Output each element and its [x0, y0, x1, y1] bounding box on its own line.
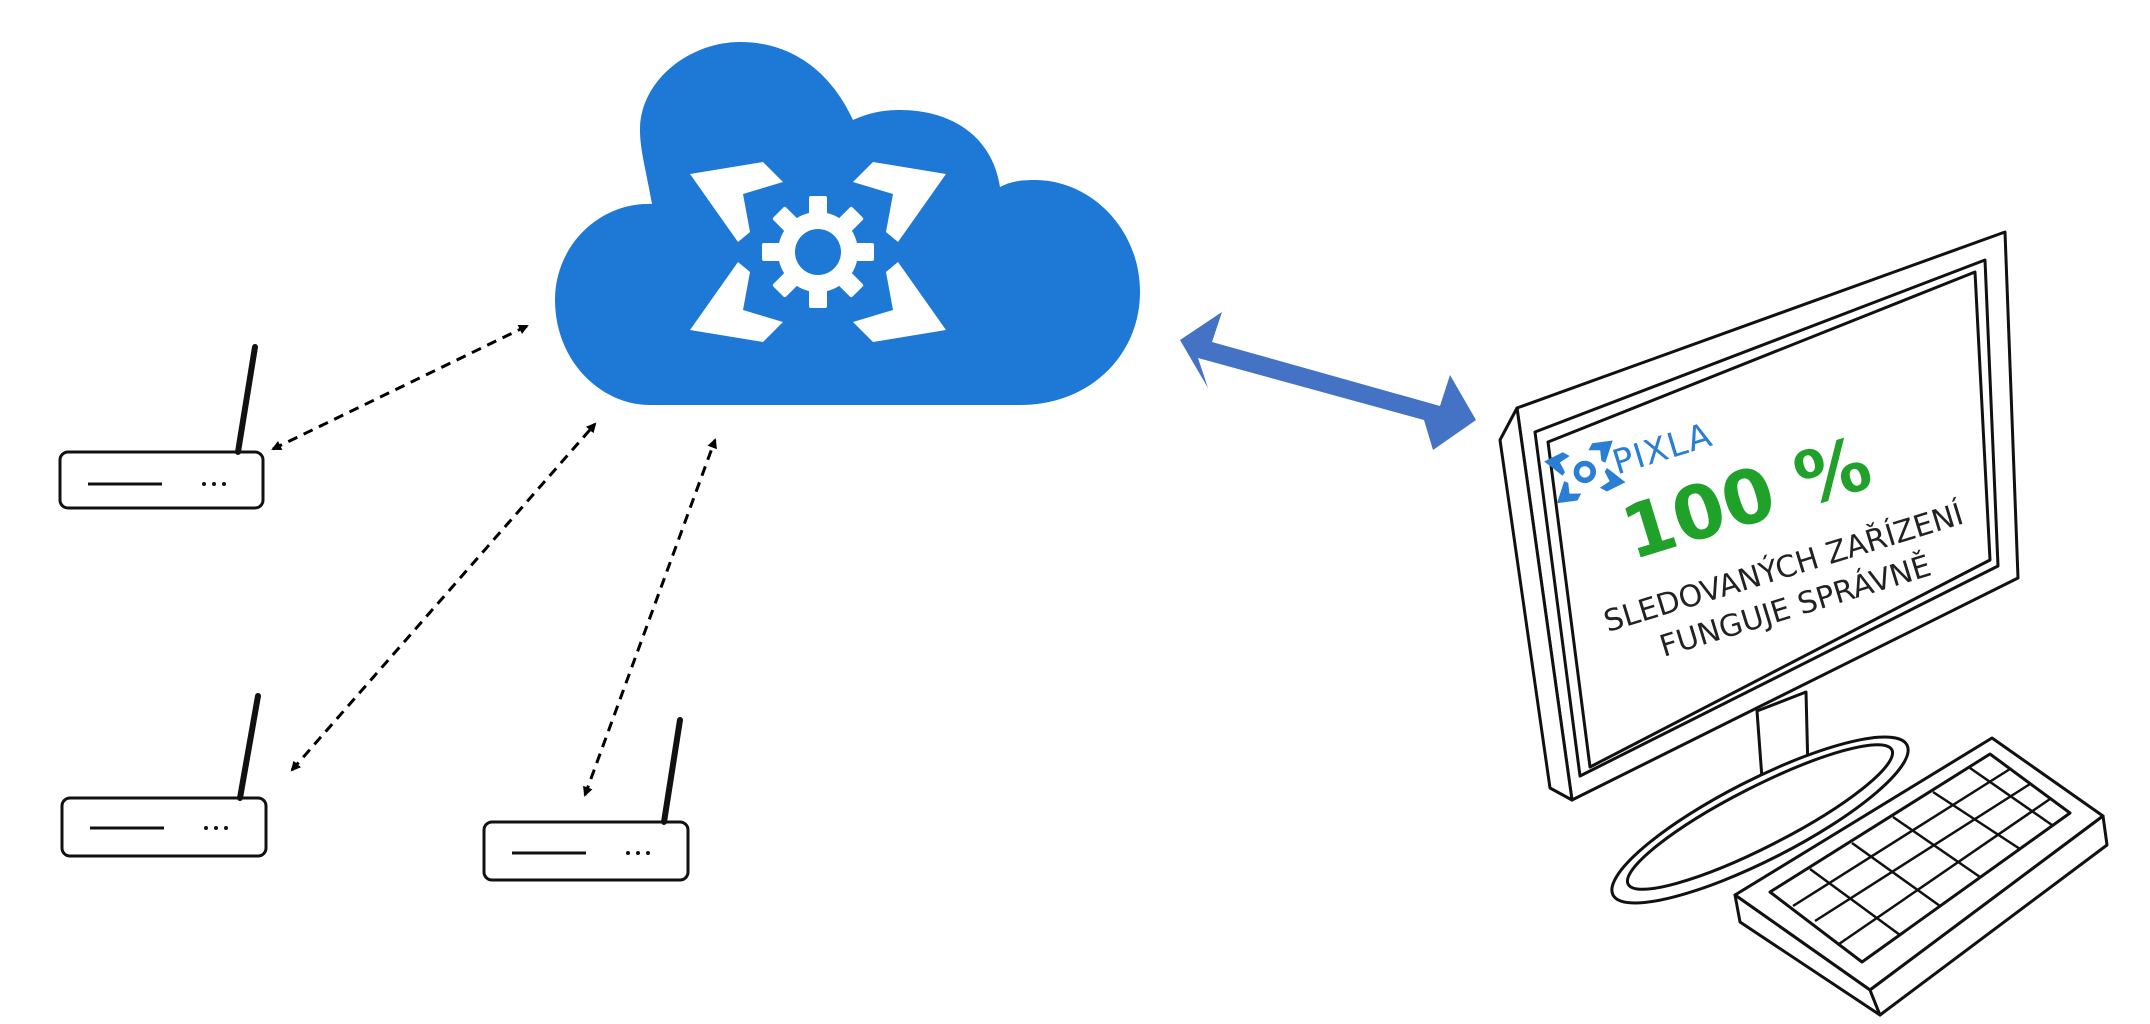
connection-router-1 — [271, 324, 529, 451]
router-icon — [482, 717, 690, 882]
router-icon — [58, 344, 265, 510]
cloud-service-icon — [555, 42, 1140, 405]
gear-expand-icon — [690, 162, 946, 342]
router-icon — [60, 693, 268, 858]
computer-icon — [1498, 230, 2109, 1017]
monitor-base — [1610, 735, 1910, 905]
connection-router-3 — [583, 438, 717, 797]
dashed-connections — [271, 324, 717, 797]
gear-icon — [762, 196, 874, 308]
expand-arrows-icon — [690, 162, 946, 342]
connection-router-2 — [290, 422, 597, 772]
monitor-icon — [1498, 230, 2020, 802]
pixla-logo-icon — [1544, 440, 1626, 504]
double-arrow-icon — [1180, 312, 1476, 450]
keyboard-icon — [1733, 736, 2109, 1017]
